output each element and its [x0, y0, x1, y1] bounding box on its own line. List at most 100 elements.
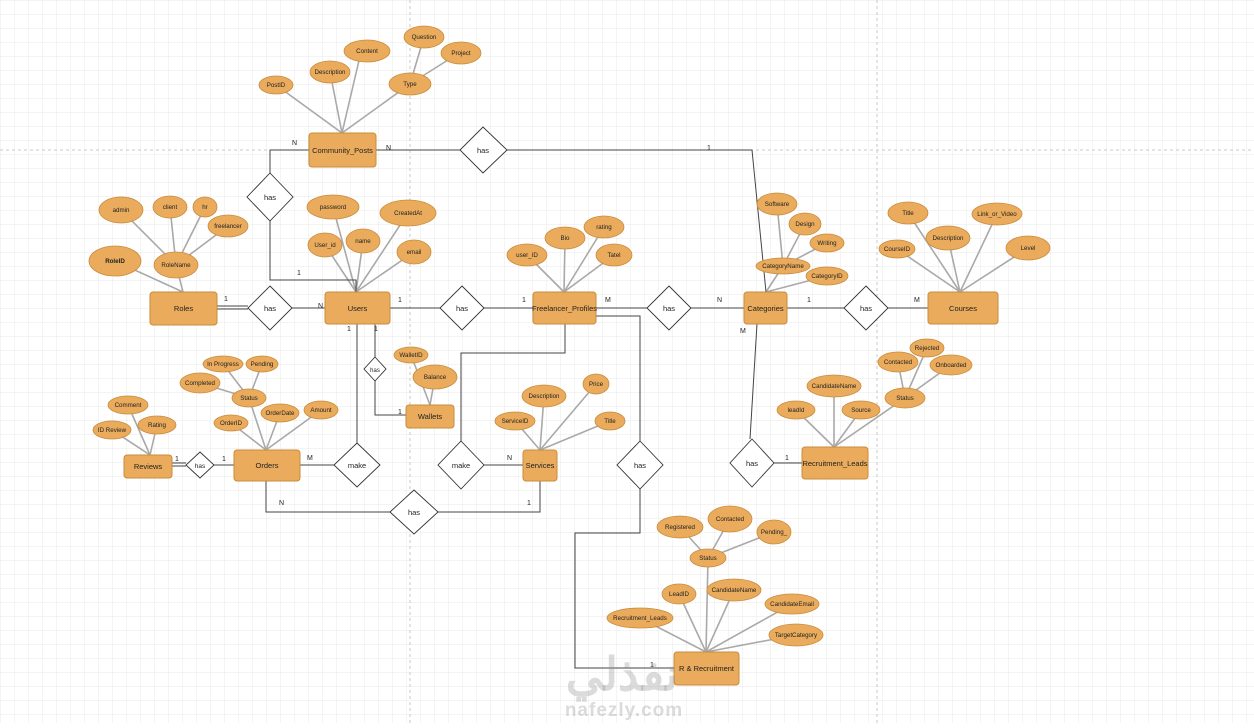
attr-svc-description: Description [521, 384, 567, 408]
attr-order-status: Status [231, 388, 267, 408]
svg-text:Link_or_Video: Link_or_Video [977, 211, 1017, 218]
rel-categories-courses[interactable]: has [843, 285, 889, 331]
svg-text:Amount: Amount [310, 407, 332, 414]
watermark-arabic: نفذلي [566, 648, 679, 702]
svg-text:make: make [348, 461, 366, 470]
svg-text:In Progress: In Progress [207, 361, 239, 368]
rel-categories-leads[interactable]: has [729, 438, 775, 488]
svg-text:RoleName: RoleName [161, 262, 191, 269]
entity-categories[interactable]: Categories [743, 291, 788, 325]
rel-posts-categories[interactable]: has [459, 126, 508, 174]
attr-hr-candidate-email: CandidateEmail [764, 593, 820, 615]
attr-hr-recruitment-leads: Recruitment_Leads [606, 607, 674, 629]
svg-text:TargetCategory: TargetCategory [775, 632, 818, 639]
svg-text:user_ID: user_ID [516, 252, 538, 259]
attr-role-name: RoleName [153, 251, 199, 279]
attr-role-client: client [152, 195, 188, 219]
rel-orders-services[interactable]: has [389, 489, 439, 535]
svg-text:Status: Status [240, 395, 258, 402]
attr-rl-lead-id: leadId [776, 400, 816, 420]
rel-freelancer-services[interactable]: make [437, 440, 485, 490]
rel-users-freelancer[interactable]: has [439, 285, 485, 331]
rel-freelancer-hr[interactable]: has [616, 440, 664, 490]
svg-text:Wallets: Wallets [418, 412, 443, 421]
attr-rl-candidate-name: CandidateName [806, 374, 862, 398]
svg-text:Freelancer_Profiles: Freelancer_Profiles [532, 304, 597, 313]
svg-text:email: email [407, 249, 422, 256]
entity-services[interactable]: Services [522, 449, 558, 482]
svg-text:LeadID: LeadID [669, 591, 689, 598]
rel-freelancer-categories[interactable]: has [646, 285, 692, 331]
card-posts-cat-n: N [386, 145, 391, 152]
attr-user-id: User_id [307, 232, 343, 258]
rel-users-wallets[interactable]: has [363, 356, 387, 382]
attr-user-email: email [396, 239, 432, 265]
attr-svc-price: Price [582, 373, 610, 395]
svg-text:Registered: Registered [665, 524, 695, 531]
attr-review-id: ID Review [92, 420, 132, 440]
svg-text:R & Recruitment: R & Recruitment [679, 664, 735, 673]
rel-posts-users[interactable]: has [246, 172, 294, 222]
rel-roles-users[interactable]: has [247, 285, 293, 331]
svg-text:client: client [163, 204, 178, 211]
svg-text:Title: Title [902, 210, 914, 217]
svg-text:leadId: leadId [788, 407, 805, 414]
svg-text:CandidateEmail: CandidateEmail [770, 601, 814, 608]
entity-orders[interactable]: Orders [233, 449, 301, 482]
entity-reviews[interactable]: Reviews [123, 454, 173, 479]
entity-wallets[interactable]: Wallets [405, 404, 455, 429]
rel-reviews-orders[interactable]: has [185, 451, 215, 479]
entity-roles[interactable]: Roles [149, 291, 218, 326]
card-cat-leads-1: 1 [785, 455, 789, 462]
svg-text:ID Review: ID Review [98, 427, 127, 434]
svg-text:Question: Question [412, 34, 437, 41]
svg-text:Balance: Balance [424, 374, 447, 381]
card-fp-cat-m: M [605, 297, 611, 304]
svg-text:Recruitment_Leads: Recruitment_Leads [613, 615, 667, 622]
entity-users[interactable]: Users [324, 291, 391, 325]
attr-course-level: Level [1005, 235, 1051, 261]
entity-recruitment-leads[interactable]: Recruitment_Leads [801, 446, 869, 480]
card-orders-services-n: N [279, 500, 284, 507]
attr-rl-contacted: Contacted [877, 351, 919, 373]
svg-text:has: has [477, 146, 489, 155]
attr-user-created-at: CreatedAt [379, 199, 437, 227]
svg-text:Reviews: Reviews [134, 462, 163, 471]
attr-course-id: CourseID [878, 239, 916, 259]
card-cat-courses-m: M [914, 297, 920, 304]
svg-text:make: make [452, 461, 470, 470]
attr-hr-status: Status [689, 548, 727, 568]
attr-hr-contacted: Contacted [707, 505, 753, 533]
svg-text:Description: Description [315, 69, 347, 76]
svg-text:has: has [408, 508, 420, 517]
card-users-wallets-1b: 1 [398, 409, 402, 416]
attr-post-type: Type [388, 72, 432, 96]
card-users-fp-1b: 1 [522, 297, 526, 304]
rel-users-orders[interactable]: make [333, 442, 381, 488]
svg-text:Comment: Comment [115, 402, 142, 409]
attr-hr-candidate-name: CandidateName [706, 578, 762, 602]
attr-cat-id: CategoryID [805, 266, 849, 286]
card-fp-services-n: N [507, 455, 512, 462]
svg-text:ServiceID: ServiceID [502, 418, 529, 425]
svg-text:has: has [370, 368, 380, 374]
svg-text:Rating: Rating [148, 422, 166, 429]
attr-post-project: Project [440, 41, 482, 65]
attr-hr-pending: Pending_ [756, 519, 792, 545]
svg-text:Recruitment_Leads: Recruitment_Leads [802, 459, 867, 468]
entity-hr-recruitment[interactable]: R & Recruitment [673, 651, 740, 686]
svg-text:rating: rating [596, 224, 612, 231]
attr-order-pending: Pending [245, 355, 279, 373]
svg-text:Description: Description [933, 235, 965, 242]
attr-post-id: PostID [258, 75, 294, 95]
svg-text:CategoryID: CategoryID [811, 273, 843, 280]
svg-text:CreatedAt: CreatedAt [394, 210, 422, 217]
entity-courses[interactable]: Courses [927, 291, 999, 325]
card-fp-hr-1: 1 [650, 662, 654, 669]
svg-text:has: has [634, 461, 646, 470]
attr-rl-onboarded: Onboarded [929, 354, 973, 376]
entity-community-posts[interactable]: Community_Posts [308, 132, 377, 168]
card-posts-cat-1: 1 [707, 145, 711, 152]
attr-post-content: Content [343, 39, 391, 63]
entity-freelancer-profiles[interactable]: Freelancer_Profiles [532, 291, 597, 325]
